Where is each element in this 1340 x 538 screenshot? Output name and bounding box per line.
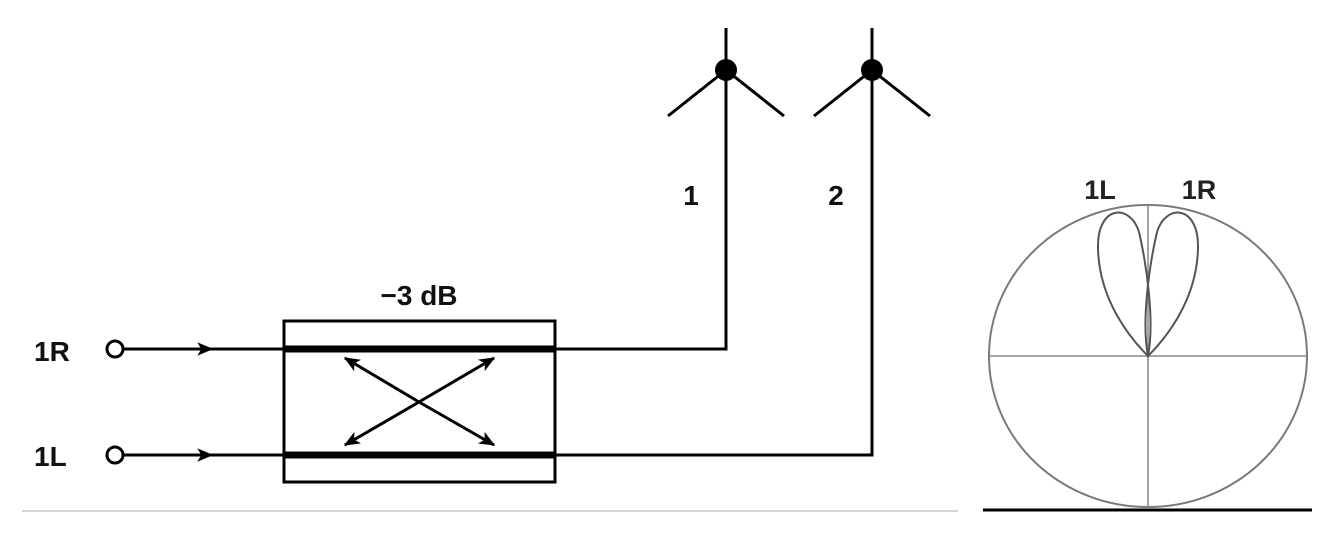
- feed-line-antenna-1: [555, 70, 728, 351]
- hybrid-coupler-box: [282, 319, 557, 484]
- coupler-attenuation-label: −3 dB: [380, 280, 457, 311]
- feed-line-antenna-2: [555, 70, 874, 457]
- antenna-1-label: 1: [683, 180, 699, 211]
- coupling-arrow-up-right: [418, 356, 496, 404]
- antenna-1-icon: [667, 28, 785, 118]
- input-terminal-1r: [105, 339, 125, 359]
- input-label-1r: 1R: [34, 336, 70, 367]
- coupling-cross-arrows: [343, 356, 496, 447]
- antenna-2-icon: [813, 28, 931, 118]
- input-label-1l: 1L: [34, 441, 67, 472]
- coupling-arrow-down-right: [418, 400, 496, 447]
- pattern-lobe-right: [1144, 211, 1200, 359]
- input-terminal-1l: [105, 445, 125, 465]
- pattern-label-1r: 1R: [1182, 175, 1217, 205]
- coupling-arrow-up-left: [343, 356, 420, 404]
- pattern-label-1l: 1L: [1084, 175, 1116, 205]
- coupling-arrow-down-left: [343, 400, 420, 447]
- pattern-lobe-left: [1096, 211, 1152, 359]
- radiation-pattern: 1L 1R: [983, 175, 1312, 512]
- antenna-2-label: 2: [828, 180, 844, 211]
